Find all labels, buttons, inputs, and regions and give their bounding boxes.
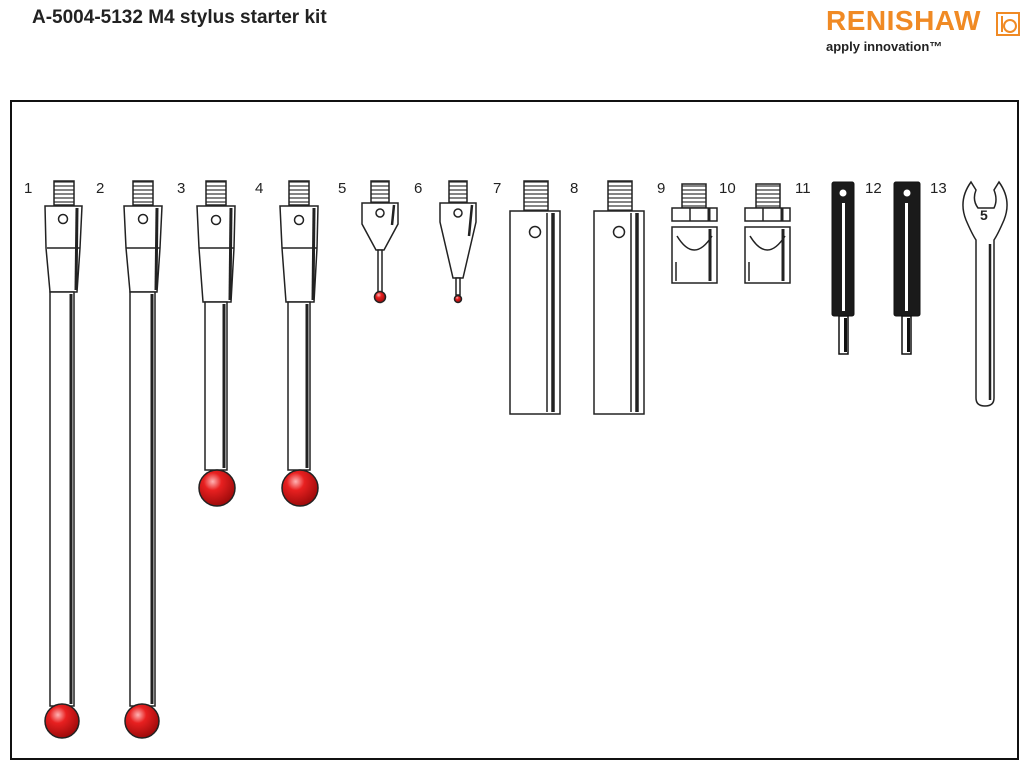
item-number-6: 6 [414, 180, 423, 197]
logo-wordmark: RENISHAW [826, 5, 981, 36]
item-number-12: 12 [865, 180, 882, 197]
ruby-ball-6 [453, 294, 463, 304]
renishaw-symbol-icon [996, 12, 1020, 36]
item-number-5: 5 [338, 180, 347, 197]
stylus-5 [361, 180, 399, 304]
stylus-6 [439, 180, 477, 304]
item-number-1: 1 [24, 180, 33, 197]
item-number-3: 3 [177, 180, 186, 197]
stylus-tool-11 [831, 181, 855, 355]
item-number-10: 10 [719, 180, 736, 197]
ruby-ball-5 [373, 290, 387, 304]
page-title: A-5004-5132 M4 stylus starter kit [32, 7, 327, 28]
ruby-ball-1 [44, 703, 80, 739]
extension-8 [593, 180, 645, 415]
item-number-8: 8 [570, 180, 579, 197]
ruby-ball-4 [281, 469, 319, 507]
renishaw-logo: RENISHAW apply innovation™ [826, 4, 1022, 56]
item-number-13: 13 [930, 180, 947, 197]
spanner-13 [962, 180, 1008, 407]
item-number-7: 7 [493, 180, 502, 197]
stylus-tool-12 [893, 181, 921, 355]
stylus-4 [279, 180, 319, 507]
spanner-size-label: 5 [980, 207, 988, 223]
kit-drawing-panel [10, 100, 1019, 760]
item-number-11: 11 [795, 180, 811, 197]
item-number-9: 9 [657, 180, 666, 197]
item-number-4: 4 [255, 180, 264, 197]
stylus-3 [196, 180, 236, 507]
adaptor-10 [744, 183, 791, 284]
adaptor-9 [671, 183, 718, 284]
logo-tagline: apply innovation™ [826, 39, 943, 54]
ruby-ball-2 [124, 703, 160, 739]
item-number-2: 2 [96, 180, 105, 197]
extension-7 [509, 180, 561, 415]
ruby-ball-3 [198, 469, 236, 507]
stylus-2 [123, 180, 163, 739]
stylus-1 [44, 180, 83, 739]
